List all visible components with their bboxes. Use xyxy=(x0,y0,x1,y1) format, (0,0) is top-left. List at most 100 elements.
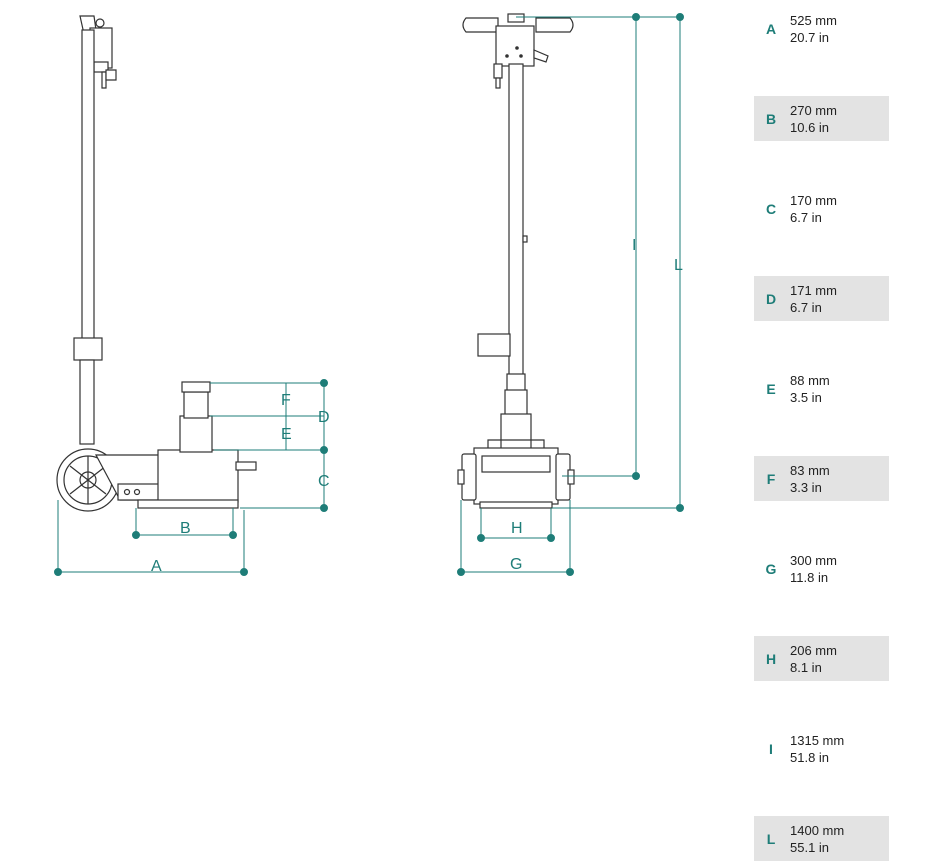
jack-diagram: A B C D E F xyxy=(54,13,684,576)
dimension-label-f: F xyxy=(281,392,291,409)
handle-bar xyxy=(535,17,574,33)
valve-lever xyxy=(533,49,549,63)
saddle xyxy=(181,381,211,393)
jack-body-cap xyxy=(235,461,257,471)
spec-in: 8.1 in xyxy=(790,659,822,675)
air-fitting xyxy=(101,71,107,89)
spec-letter: L xyxy=(754,816,788,861)
bolt xyxy=(133,488,141,496)
spec-letter: A xyxy=(765,20,777,37)
mast-clip xyxy=(522,235,528,243)
carry-handle xyxy=(487,439,545,448)
spec-in: 10.6 in xyxy=(790,119,830,135)
handle-socket xyxy=(73,337,103,361)
handle-knob xyxy=(95,18,105,28)
valve-dot xyxy=(505,54,509,58)
jack-body-panel xyxy=(481,455,551,473)
dimension-label-h: H xyxy=(511,520,523,537)
spec-letter: F xyxy=(754,456,788,501)
spec-in: 11.8 in xyxy=(790,569,829,585)
base-plate xyxy=(137,499,239,509)
spec-in: 55.1 in xyxy=(790,839,830,855)
spec-mm: 88 mm xyxy=(790,372,830,388)
spec-mm: 1400 mm xyxy=(790,822,845,838)
dimension-label-e: E xyxy=(281,426,292,443)
bolt xyxy=(123,488,131,496)
handle-tube xyxy=(81,29,95,341)
front-view-dimensions xyxy=(457,13,684,576)
ram-stage-2 xyxy=(183,391,209,419)
spec-letter: H xyxy=(754,636,788,681)
side-view-dimensions xyxy=(54,379,328,576)
dimension-point xyxy=(632,13,640,21)
base-plate-front xyxy=(479,501,553,509)
spec-mm: 206 mm xyxy=(790,642,837,658)
air-coupling xyxy=(493,63,503,79)
dimension-point xyxy=(457,568,465,576)
dimension-label-d: D xyxy=(318,409,330,426)
spec-in: 51.8 in xyxy=(790,749,830,765)
spec-letter: C xyxy=(765,200,777,217)
mast xyxy=(508,63,524,377)
dimension-label-c: C xyxy=(318,473,330,490)
spec-in: 3.5 in xyxy=(790,389,822,405)
dimension-label-b: B xyxy=(180,520,191,537)
spec-in: 6.7 in xyxy=(790,299,822,315)
spec-letter: E xyxy=(766,380,776,397)
dimension-point xyxy=(676,504,684,512)
dimension-point xyxy=(229,531,237,539)
wheel-spokes xyxy=(69,456,107,504)
front-view xyxy=(457,13,575,509)
handle-top-cap xyxy=(507,13,525,23)
spec-mm: 270 mm xyxy=(790,102,837,118)
dimension-point xyxy=(320,446,328,454)
valve-dot xyxy=(515,46,519,50)
dimension-label-l: L xyxy=(674,257,683,274)
handle-lower-tube xyxy=(79,359,95,445)
ram-stage-2-front xyxy=(504,389,528,417)
spec-mm: 170 mm xyxy=(790,192,837,208)
left-hub xyxy=(457,469,465,485)
right-hub xyxy=(567,469,575,485)
spec-in: 20.7 in xyxy=(790,29,830,45)
dimension-point xyxy=(477,534,485,542)
ram-stage-1 xyxy=(179,415,213,453)
spec-mm: 1315 mm xyxy=(790,732,845,748)
dimension-point xyxy=(54,568,62,576)
air-valve xyxy=(105,69,117,81)
lower-tube xyxy=(506,373,526,393)
jack-body xyxy=(157,449,239,503)
spec-mm: 171 mm xyxy=(790,282,837,298)
valve-head xyxy=(495,25,535,67)
spec-in: 3.3 in xyxy=(790,479,822,495)
foot-pedal xyxy=(477,333,511,357)
dimension-point xyxy=(132,531,140,539)
dimension-point xyxy=(320,504,328,512)
dimension-point xyxy=(632,472,640,480)
spec-mm: 83 mm xyxy=(790,462,830,478)
dimension-label-i: I xyxy=(632,237,636,254)
dimension-point xyxy=(676,13,684,21)
dimension-point xyxy=(240,568,248,576)
spec-letter: G xyxy=(765,560,777,577)
dimension-drawing: A B C D E F xyxy=(54,6,889,861)
